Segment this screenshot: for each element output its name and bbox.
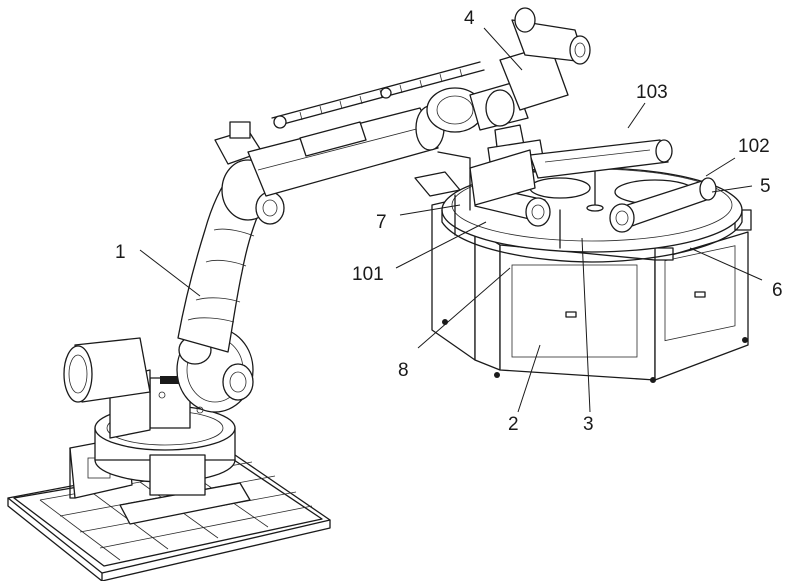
label-5: 5 <box>760 176 771 197</box>
label-7: 7 <box>376 212 387 233</box>
label-103: 103 <box>636 82 668 103</box>
label-8: 8 <box>398 360 409 381</box>
label-101: 101 <box>352 264 384 285</box>
label-1: 1 <box>115 242 126 263</box>
label-2: 2 <box>508 414 519 435</box>
label-102: 102 <box>738 136 770 157</box>
label-3: 3 <box>583 414 594 435</box>
label-4: 4 <box>464 8 475 29</box>
label-6: 6 <box>772 280 783 301</box>
